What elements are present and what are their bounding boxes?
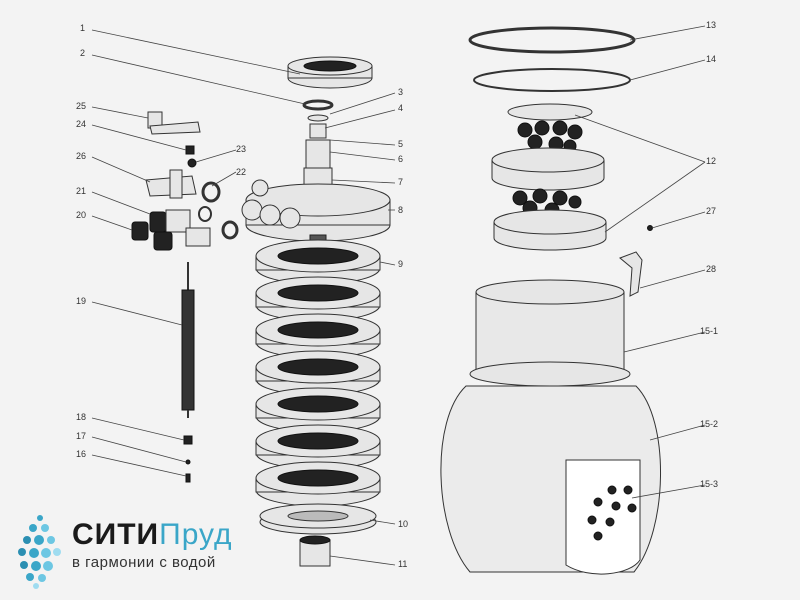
callout-4: 4 — [398, 103, 403, 113]
callout-15-1: 15-1 — [700, 326, 718, 336]
callout-10: 10 — [398, 519, 408, 529]
part-2-oring — [302, 99, 334, 111]
part-6-shaft — [305, 139, 331, 171]
part-15-3-outlets — [587, 485, 637, 541]
callout-18: 18 — [76, 412, 86, 422]
part-11-nozzle — [299, 535, 331, 567]
part-26-valve — [145, 169, 197, 199]
part-12-upper-basket — [491, 103, 605, 191]
brand-logo-drops — [18, 515, 61, 589]
part-22-ring — [198, 181, 239, 240]
callout-26: 26 — [76, 151, 86, 161]
part-14-seal — [473, 68, 631, 92]
part-15-2-barrel — [440, 385, 661, 575]
part-16-screw — [185, 473, 191, 483]
part-18-plug — [183, 435, 193, 445]
brand-block: СИТИПруд в гармонии с водой — [72, 520, 233, 572]
part-19-rod — [181, 262, 195, 418]
part-1-top-cap — [287, 56, 373, 89]
brand-name-part1: СИТИ — [72, 518, 160, 551]
callout-12: 12 — [706, 156, 716, 166]
callout-15-2: 15-2 — [700, 419, 718, 429]
part-8-lid — [241, 179, 391, 242]
callout-15-3: 15-3 — [700, 479, 718, 489]
callout-8: 8 — [398, 205, 403, 215]
part-21-fittings — [149, 209, 211, 247]
part-28-latch — [619, 251, 643, 297]
brand-name-part2: Пруд — [159, 518, 233, 551]
callout-20: 20 — [76, 210, 86, 220]
part-3-washer — [307, 114, 329, 122]
callout-3: 3 — [398, 87, 403, 97]
callout-22: 22 — [236, 167, 246, 177]
part-9-filter-discs — [255, 239, 381, 507]
part-20-nuts — [131, 221, 173, 251]
brand-tagline: в гармонии с водой — [72, 554, 216, 571]
callout-2: 2 — [80, 48, 85, 58]
callout-24: 24 — [76, 119, 86, 129]
callout-21: 21 — [76, 186, 86, 196]
leader-lines — [91, 25, 706, 566]
part-27-clip — [647, 225, 653, 231]
part-25-handle — [147, 111, 201, 135]
brand-name: СИТИПруд — [72, 520, 233, 550]
part-23-washer — [187, 158, 197, 168]
callout-25: 25 — [76, 101, 86, 111]
part-13-clamp-ring — [468, 26, 636, 54]
callout-28: 28 — [706, 264, 716, 274]
callout-9: 9 — [398, 259, 403, 269]
callout-6: 6 — [398, 154, 403, 164]
part-12-lower-basket — [493, 188, 607, 251]
callout-7: 7 — [398, 177, 403, 187]
callout-23: 23 — [236, 144, 246, 154]
part-24-pin — [185, 145, 195, 155]
callout-27: 27 — [706, 206, 716, 216]
callout-14: 14 — [706, 54, 716, 64]
callout-5: 5 — [398, 139, 403, 149]
callout-1: 1 — [80, 23, 85, 33]
callout-16: 16 — [76, 449, 86, 459]
callout-labels: 1 2 3 4 5 6 7 8 9 10 11 12 13 14 15-1 15… — [76, 20, 718, 569]
part-4-sleeve — [309, 123, 327, 139]
part-17-ring — [185, 459, 191, 465]
callout-17: 17 — [76, 431, 86, 441]
callout-13: 13 — [706, 20, 716, 30]
callout-19: 19 — [76, 296, 86, 306]
part-15-1-inner-cylinder — [469, 279, 631, 387]
callout-11: 11 — [398, 559, 407, 569]
part-10-base-plate — [259, 503, 377, 535]
